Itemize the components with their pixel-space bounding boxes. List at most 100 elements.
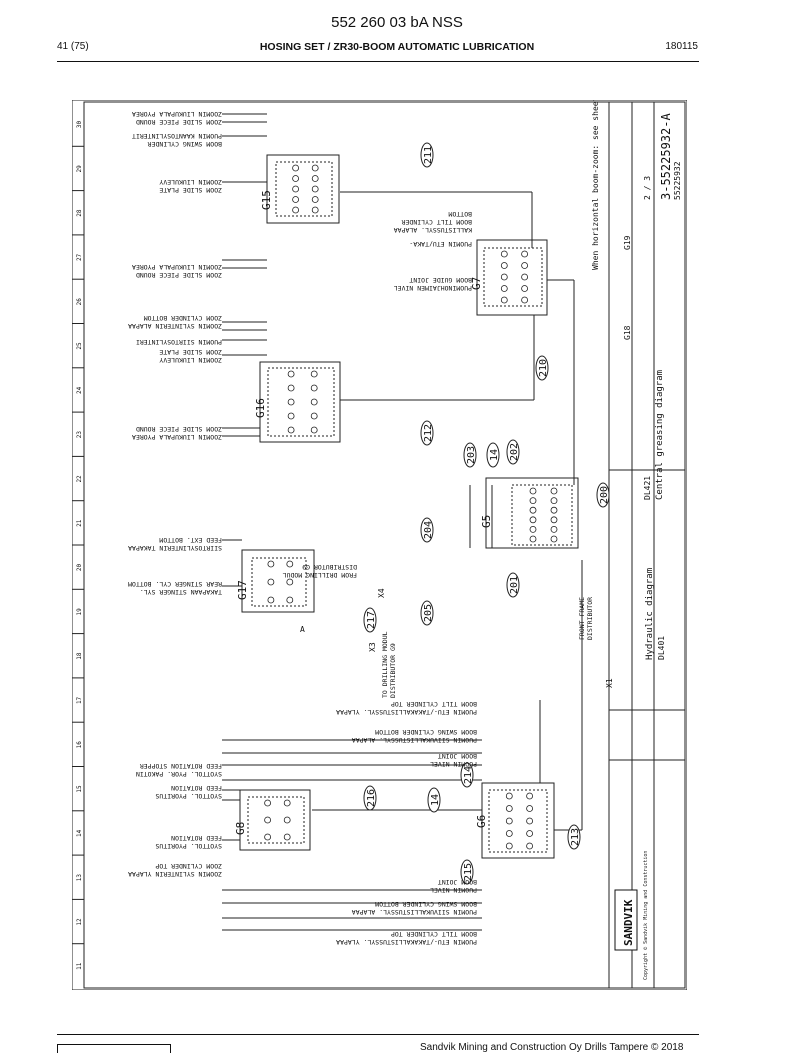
grease-nipple — [264, 833, 272, 841]
grease-nipple — [526, 842, 534, 850]
label-g16-e: ZOOM CYLINDER BOTTOM — [144, 314, 222, 322]
grease-nipple — [264, 799, 272, 807]
label-a: A — [300, 625, 305, 634]
grease-nipple — [526, 817, 534, 825]
header-rule — [57, 61, 699, 62]
grease-nipple — [292, 196, 300, 203]
hose-tag-ring — [420, 420, 434, 446]
hose-tag-ring — [420, 600, 434, 626]
label-g8-f: FEED ROTATION — [171, 834, 222, 842]
label-g6-e: PUOMIN NIVEL — [430, 760, 477, 768]
grease-nipple — [505, 830, 513, 837]
grease-nipple — [310, 426, 318, 434]
grease-nipple — [521, 262, 529, 269]
label-g17-b: FEED EXT. BOTTOM — [159, 536, 222, 544]
column-number: 15 — [76, 785, 83, 793]
grease-nipple — [311, 175, 319, 182]
document-date: 180115 — [665, 41, 698, 52]
label-g6-d: BOOM SWING CYLINDER BOTTOM — [375, 728, 477, 736]
label-g6-l: BOOM SWING CYLINDER BOTTOM — [375, 900, 477, 908]
label-g15-a: ZOOMIN LIUKUPALA PYOREA — [132, 110, 222, 118]
hose-number: 203 — [466, 446, 477, 464]
grease-nipple — [287, 370, 295, 378]
hose-number: 210 — [538, 359, 549, 377]
grease-nipple — [287, 398, 295, 406]
label-g7-c: BOOM TILT CYLINDER — [401, 218, 472, 226]
label-g17-c: TAKAPAAN STINGER SYL. — [140, 588, 222, 596]
grease-nipple — [267, 560, 275, 568]
grease-nipple — [529, 506, 537, 514]
grease-nipple — [521, 285, 529, 292]
hose-tag-ring — [420, 517, 434, 543]
group-g15-label: G15 — [260, 190, 273, 210]
label-g15-h: ZOOM SLIDE PIECE ROUND — [136, 271, 222, 279]
grease-nipple — [550, 506, 558, 514]
document-title: HOSING SET / ZR30-BOOM AUTOMATIC LUBRICA… — [259, 41, 535, 53]
grease-nipple — [500, 285, 508, 292]
hose-number: 200 — [599, 486, 610, 504]
label-g8-a: SYOTTOL. PYORITUS — [155, 792, 222, 800]
hose-number: 217 — [366, 611, 377, 629]
label-x3: X3 — [368, 642, 377, 652]
grease-nipple — [550, 535, 558, 543]
hose-tag-ring — [363, 607, 377, 633]
label-g17-d: REAR STINGER CYL. BOTTOM — [128, 580, 222, 588]
hose-tag-ring — [420, 142, 434, 168]
title-dwg-no: 3-55225932-A — [659, 113, 673, 200]
title-note: When horizontal boom-zoom: see sheet nr.… — [591, 100, 600, 270]
group-g16-label: G16 — [254, 398, 267, 418]
grease-nipple — [526, 830, 534, 837]
label-g7-f: BOOM GUIDE JOINT — [409, 276, 472, 284]
label-g6-m: PUOMIN ETU-/TAKAKALLISTUSSYL. YLAPAA — [336, 938, 477, 946]
grease-nipple — [505, 792, 513, 800]
label-g15-f: ZOOM SLIDE PLATE — [159, 186, 222, 194]
grease-nipple — [283, 799, 291, 807]
column-number: 27 — [76, 253, 83, 261]
grease-nipple — [310, 370, 318, 378]
label-x3-a: TO DRILLING MODUL — [381, 631, 389, 698]
hose-number: 213 — [570, 828, 581, 846]
group-g6-label: G6 — [475, 815, 488, 828]
grease-nipple — [286, 596, 294, 604]
grease-nipple — [311, 196, 319, 203]
label-g15-e: ZOOMIN LIUKULEVY — [159, 178, 222, 186]
label-g6-h: ZOOM CYLINDER TOP — [155, 862, 222, 870]
grease-nipple — [287, 384, 295, 392]
grease-nipple — [292, 175, 300, 182]
grease-nipple — [505, 805, 513, 812]
grease-nipple — [287, 412, 295, 420]
label-g6-g: ZOOMIN SYLINTERIN YLAPAA — [128, 870, 222, 878]
column-number: 13 — [76, 874, 83, 882]
grease-nipple — [264, 816, 272, 824]
hose-number: 215 — [463, 863, 474, 881]
hose-number: 201 — [509, 576, 520, 594]
label-g17-a: SIIRTOSYLINTERIN TAKAPAA — [128, 544, 222, 552]
label-g7-b: KALLISTUSSYL. ALAPAA — [394, 226, 472, 234]
label-g8-e: SYOTTOL. PYORITUS — [155, 842, 222, 850]
grease-nipple — [292, 164, 300, 172]
grease-nipple — [283, 816, 291, 824]
title-hydraulic: Hydraulic diagram — [645, 568, 655, 660]
copyright-text: Copyright © Sandvik Mining and Construct… — [643, 851, 649, 980]
company-logo-text: SANDVIK — [622, 899, 635, 946]
column-number: 22 — [76, 475, 83, 483]
grease-nipple — [550, 487, 558, 495]
label-x4: X4 — [377, 588, 386, 598]
label-g15-d: BOOM SWING CYLINDER — [148, 140, 222, 148]
label-g16-d: ZOOMIN SYLINTERIN ALAPAA — [128, 322, 222, 330]
hose-tag-ring — [463, 442, 477, 468]
grease-nipple — [550, 516, 558, 524]
grease-nipple — [500, 262, 508, 269]
grease-nipple — [526, 805, 534, 812]
grease-nipple — [500, 296, 508, 304]
label-g6-k: PUOMIN SIIVUKALLISTUSSYL. ALAPAA — [352, 908, 477, 916]
label-g7-e: PUOMINOHJAIMEN NIVEL — [394, 284, 472, 292]
hose-tag-ring — [506, 439, 520, 465]
footer-text: Sandvik Mining and Construction Oy Drill… — [420, 1042, 684, 1053]
hose-number: 212 — [423, 424, 434, 442]
label-g16-b: ZOOM SLIDE PLATE — [159, 348, 222, 356]
label-g16-a: ZOOMIN LIUKULEVY — [159, 356, 222, 364]
column-number: 17 — [76, 696, 83, 704]
label-g6-a: PUOMIN ETU-/TAKAKALLISTUSSYL. YLAPAA — [336, 708, 477, 716]
label-x1: X1 — [605, 678, 614, 688]
